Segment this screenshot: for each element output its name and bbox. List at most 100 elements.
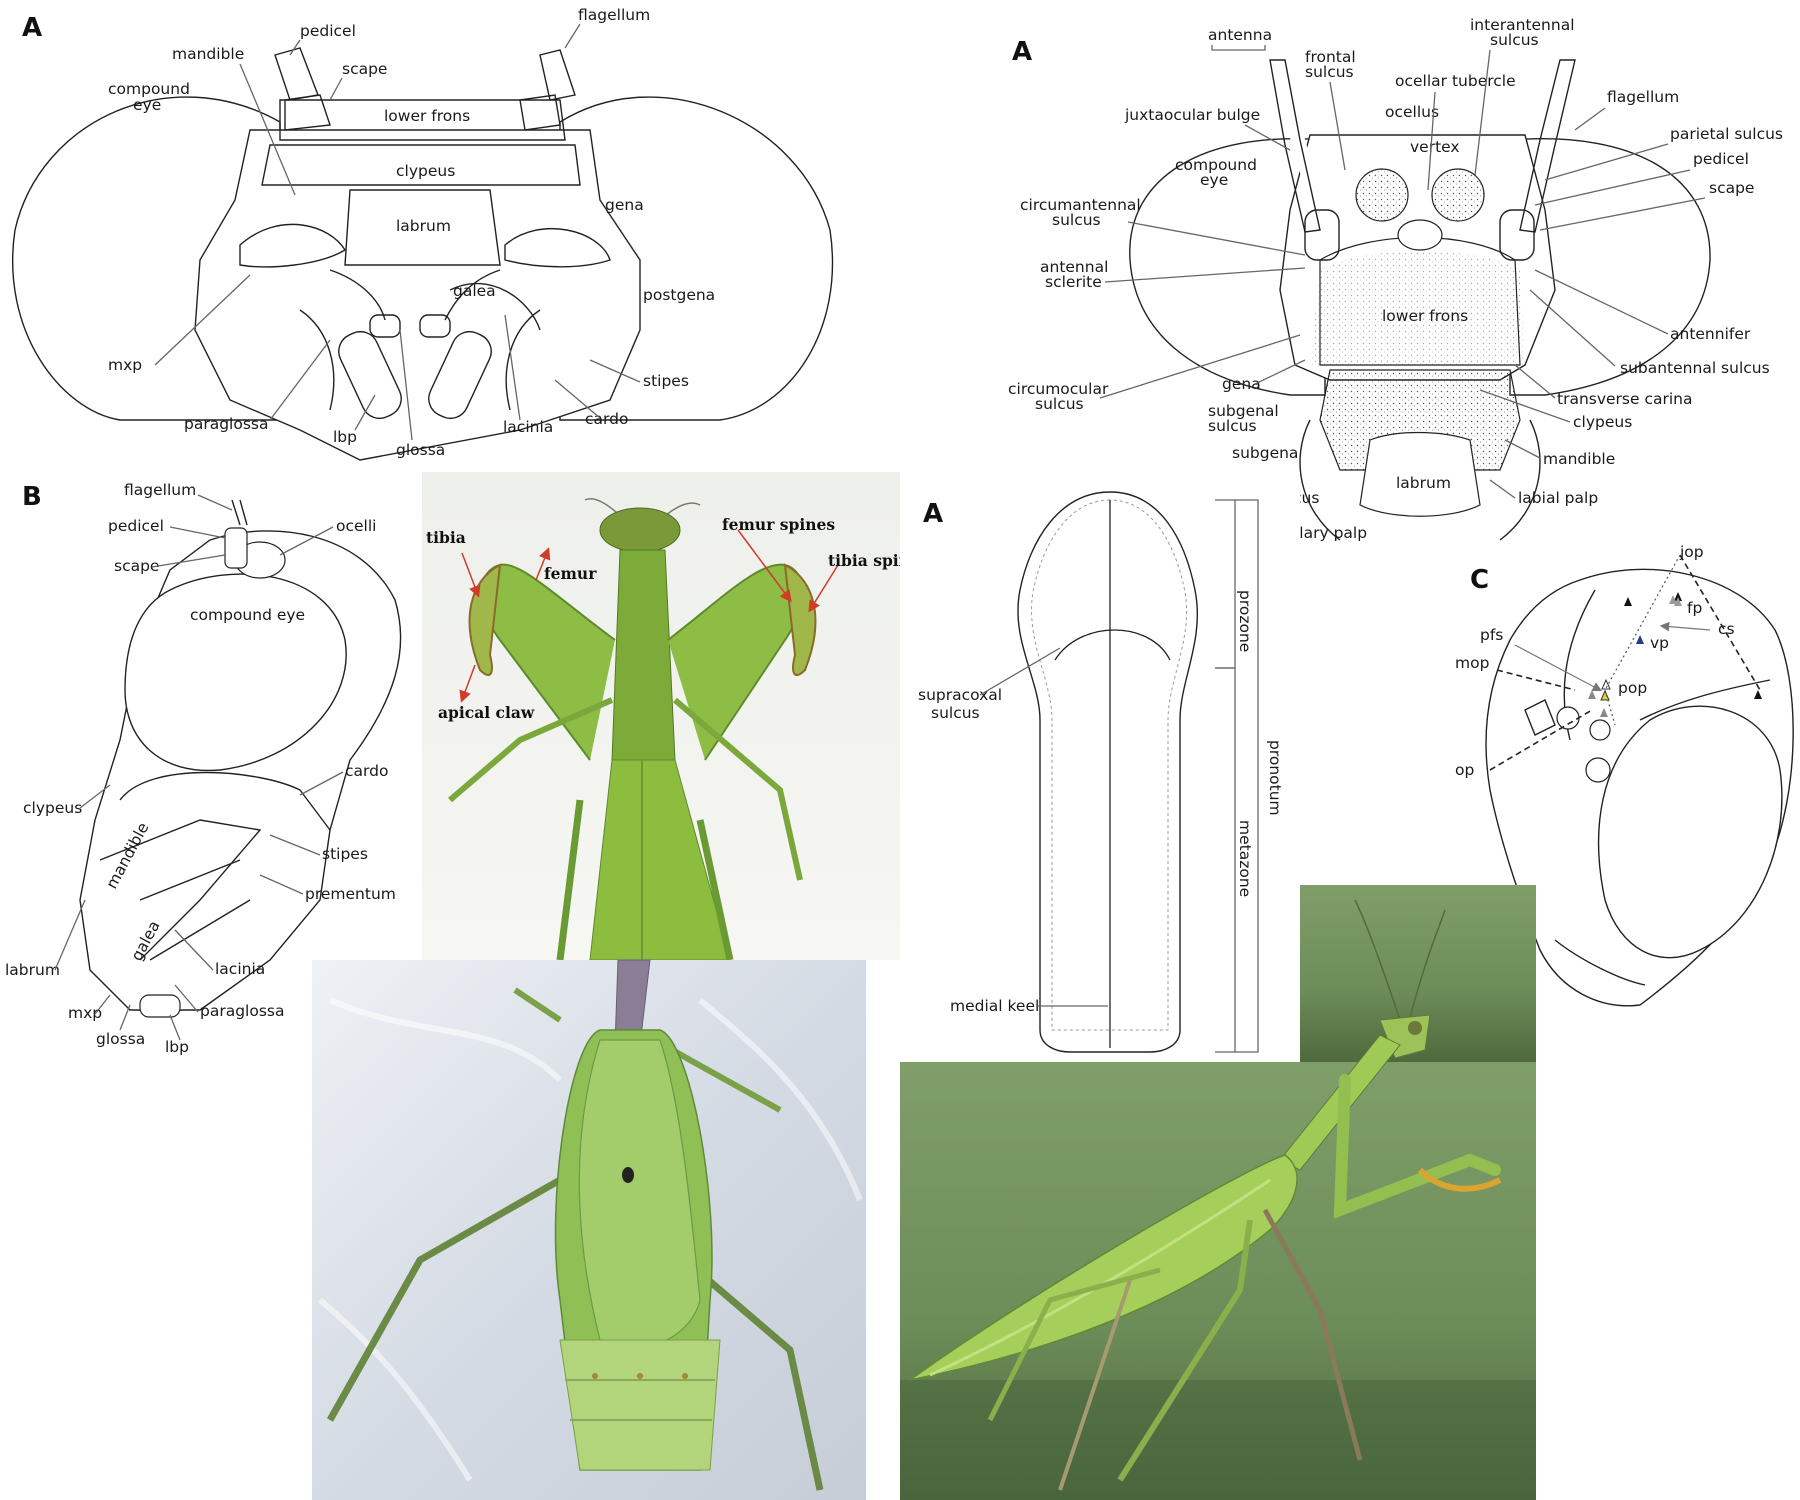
right-compound-eye: [1509, 138, 1711, 396]
label-clypeus: clypeus: [1573, 413, 1632, 431]
label-paraglossa: paraglossa: [184, 415, 269, 433]
label-ocellar-tubercle: ocellar tubercle: [1395, 72, 1516, 90]
label-transverse-carina: transverse carina: [1557, 390, 1693, 408]
label-gena: gena: [605, 196, 644, 214]
label-lower-frons: lower frons: [1382, 307, 1468, 325]
label-cardo: cardo: [585, 410, 628, 428]
label-femur-spines: femur spines: [722, 515, 835, 534]
photo-mantis-dorsal: [312, 959, 866, 1500]
label-clypeus: clypeus: [23, 799, 82, 817]
label-eye: eye: [1200, 171, 1228, 189]
label-pedicel: pedicel: [108, 517, 164, 535]
label-mxp: mxp: [68, 1004, 102, 1022]
label-lower-frons: lower frons: [384, 107, 470, 125]
label-labrum: labrum: [1396, 474, 1451, 492]
label-pfs: pfs: [1480, 626, 1503, 644]
label-gena: gena: [1222, 375, 1261, 393]
label-pronotum: pronotum: [1266, 740, 1284, 816]
photo-mantis-forelegs: tibia femur femur spines tibia spine api…: [422, 472, 920, 961]
tr-labels: antenna interantennal sulcus frontal sul…: [1008, 16, 1783, 542]
label-compound-eye: compound eye: [190, 606, 305, 624]
label-femur: femur: [544, 564, 597, 583]
label-tibia: tibia: [426, 528, 466, 547]
panel-letter: A: [22, 13, 42, 43]
label-flagellum: flagellum: [124, 481, 196, 499]
compound-eye-oblique: [1597, 705, 1783, 959]
label-interantennal: interantennal: [1470, 16, 1575, 34]
label-sulcus: sulcus: [1035, 395, 1084, 413]
label-parietal-sulcus: parietal sulcus: [1670, 125, 1783, 143]
label-sulcus: sulcus: [1052, 211, 1101, 229]
label-jop: jop: [1679, 543, 1704, 561]
tr-leaders: [1099, 45, 1706, 499]
label-clypeus: clypeus: [396, 162, 455, 180]
panel-head-frontal-detailed: A: [1012, 37, 1711, 541]
label-flagellum: flagellum: [1607, 88, 1679, 106]
label-flagellum: flagellum: [578, 6, 650, 24]
panel-letter: A: [923, 499, 943, 529]
panel-head-frontal: A: [11, 13, 834, 461]
label-ocellus: ocellus: [1385, 103, 1439, 121]
panel-head-lateral: B: [22, 482, 402, 1018]
label-paraglossa: paraglossa: [200, 1002, 285, 1020]
label-sulcus: sulcus: [1208, 417, 1257, 435]
label-scape: scape: [342, 60, 387, 78]
label-frontal: frontal: [1305, 48, 1356, 66]
label-metazone: metazone: [1236, 820, 1254, 897]
label-stipes: stipes: [322, 845, 368, 863]
label-lbp: lbp: [165, 1038, 189, 1056]
label-pedicel: pedicel: [300, 22, 356, 40]
panel-letter: C: [1470, 565, 1489, 595]
label-apical-claw: apical claw: [438, 703, 535, 722]
label-vp: vp: [1650, 634, 1669, 652]
label-op: op: [1455, 761, 1474, 779]
panel-letter: B: [22, 482, 42, 512]
label-lacinia: lacinia: [215, 960, 265, 978]
head-capsule: [194, 129, 641, 461]
panel-head-oblique: C jop fp cs pfs vp mop pop o: [1455, 543, 1794, 1007]
bl-leaders: [54, 494, 344, 1041]
tl-leaders: [154, 23, 641, 441]
label-compound: compound: [108, 80, 190, 98]
left-compound-eye: [1129, 138, 1326, 396]
label-stipes: stipes: [643, 372, 689, 390]
label-vertex: vertex: [1410, 138, 1460, 156]
pronotum-outline: [1017, 491, 1199, 1053]
label-subgenal: subgenal: [1208, 402, 1279, 420]
label-tibia-spine: tibia spine: [828, 551, 920, 570]
label-fp: fp: [1687, 599, 1702, 617]
label-compound: compound: [1175, 156, 1257, 174]
label-llary-palp: llary palp: [1295, 524, 1367, 542]
label-sulcus: sulcus: [931, 704, 980, 722]
label-antennifer: antennifer: [1670, 325, 1751, 343]
label-mandible: mandible: [1543, 450, 1615, 468]
photo-mantis-lateral: [900, 885, 1536, 1500]
label-mop: mop: [1455, 654, 1489, 672]
label-mxp: mxp: [108, 356, 142, 374]
tl-labels: pedicel flagellum mandible scape compoun…: [108, 6, 715, 459]
label-glossa: glossa: [96, 1030, 145, 1048]
label-sulcus: sulcus: [1305, 63, 1354, 81]
label-ocelli: ocelli: [336, 517, 376, 535]
label-supracoxal: supracoxal: [918, 686, 1002, 704]
panel-pronotum: A prozone pronotum metazone supracoxal s…: [900, 472, 1300, 1062]
label-labrum: labrum: [5, 961, 60, 979]
panel-letter: A: [1012, 37, 1032, 67]
label-scape: scape: [1709, 179, 1754, 197]
label-lacinia: lacinia: [503, 418, 553, 436]
label-cardo: cardo: [345, 762, 388, 780]
label-eye: eye: [133, 96, 161, 114]
label-juxtaocular-bulge: juxtaocular bulge: [1124, 106, 1260, 124]
label-antenna: antenna: [1208, 26, 1272, 44]
label-pop: pop: [1618, 679, 1647, 697]
label-glossa: glossa: [396, 441, 445, 459]
label-prozone: prozone: [1236, 590, 1254, 652]
compound-eye-lateral: [124, 573, 347, 772]
label-circumantennal: circumantennal: [1020, 196, 1141, 214]
label-scape: scape: [114, 557, 159, 575]
label-postgena: postgena: [643, 286, 715, 304]
label-sclerite: sclerite: [1045, 273, 1102, 291]
label-subantennal-sulcus: subantennal sulcus: [1620, 359, 1770, 377]
label-mandible: mandible: [172, 45, 244, 63]
